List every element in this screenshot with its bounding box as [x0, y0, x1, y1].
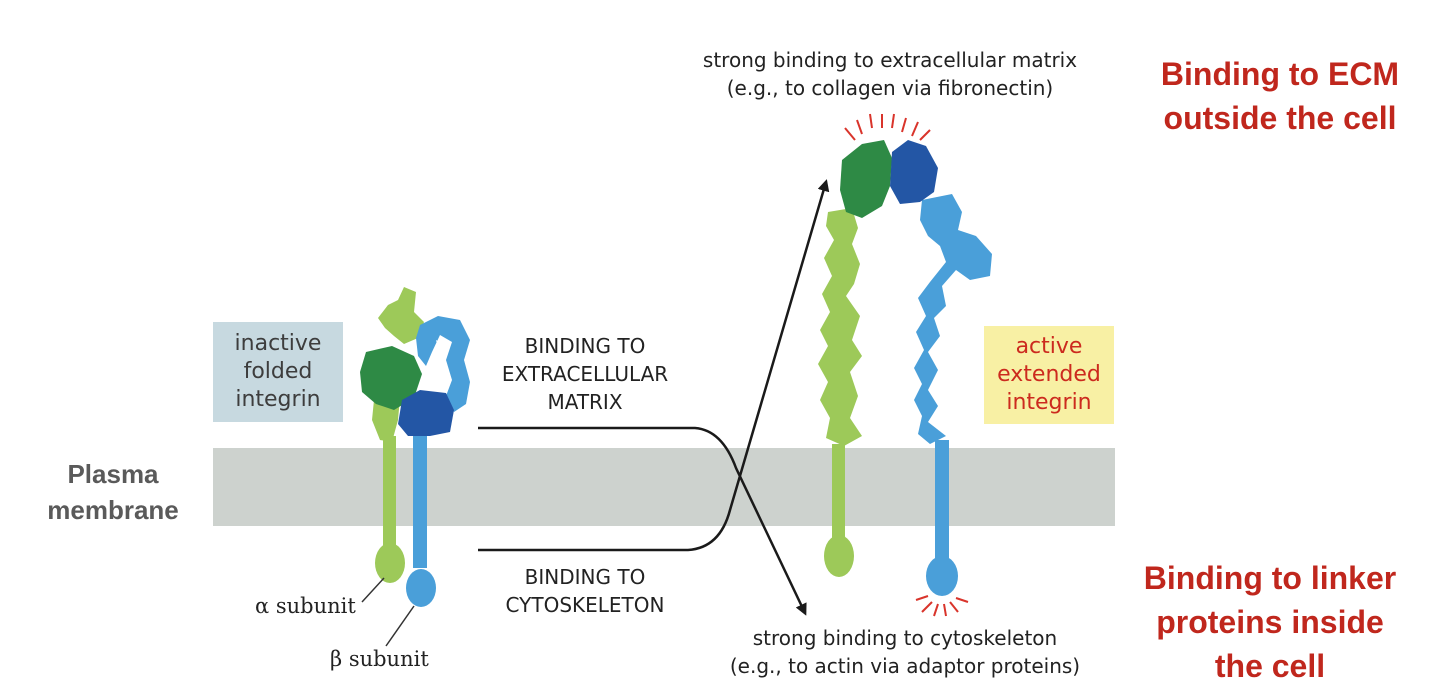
top-note-line-2: (e.g., to collagen via fibronectin) [726, 76, 1054, 100]
bottom-note-line-1: strong binding to cytoskeleton [752, 626, 1058, 650]
membrane-label-line-1: Plasma [67, 459, 159, 489]
bottom-note-line-2: (e.g., to actin via adaptor proteins) [729, 654, 1081, 678]
alpha-leader-line [361, 577, 385, 603]
active-beta-subunit [890, 140, 992, 596]
ecm-binding-headline: Binding to ECM outside the cell [1140, 52, 1420, 140]
ecm-binding-note: strong binding to extracellular matrix (… [640, 46, 1140, 102]
inactive-label-line-1: inactive [234, 331, 322, 356]
active-label-line-2: extended [997, 362, 1101, 387]
binding-ecm-caption: BINDING TO EXTRACELLULAR MATRIX [470, 332, 700, 416]
inactive-integrin-label: inactive folded integrin [213, 322, 343, 422]
cytoskeleton-binding-sparks [915, 595, 969, 617]
membrane-label-line-2: membrane [47, 495, 179, 525]
beta-leader-line [385, 605, 415, 647]
linker-headline-line-1: Binding to linker [1143, 560, 1397, 596]
binding-ecm-line-1: BINDING TO [524, 334, 646, 358]
binding-ecm-line-2: EXTRACELLULAR [501, 362, 669, 386]
alpha-subunit-label: α subunit [255, 594, 356, 618]
inactive-label-line-3: integrin [235, 387, 321, 412]
top-note-line-1: strong binding to extracellular matrix [702, 48, 1078, 72]
inactive-label-line-2: folded [243, 359, 313, 384]
linker-binding-headline: Binding to linker proteins inside the ce… [1120, 556, 1420, 688]
linker-headline-line-3: the cell [1214, 648, 1326, 684]
inactive-integrin [360, 287, 470, 647]
ecm-binding-sparks [844, 113, 931, 141]
active-integrin [818, 113, 992, 617]
active-label-line-1: active [1015, 334, 1083, 359]
ecm-headline-line-1: Binding to ECM [1160, 56, 1400, 92]
linker-headline-line-2: proteins inside [1156, 604, 1384, 640]
binding-cytoskeleton-caption: BINDING TO CYTOSKELETON [470, 563, 700, 619]
binding-cyto-line-1: BINDING TO [524, 565, 646, 589]
cytoskeleton-binding-note: strong binding to cytoskeleton (e.g., to… [680, 624, 1130, 680]
ecm-headline-line-2: outside the cell [1163, 100, 1397, 136]
plasma-membrane [213, 448, 1115, 526]
plasma-membrane-label: Plasma membrane [18, 456, 208, 528]
inactive-beta-subunit [398, 316, 470, 607]
active-alpha-subunit [818, 140, 892, 577]
ecm-binding-arrow [478, 426, 807, 616]
binding-ecm-line-3: MATRIX [547, 390, 623, 414]
inactive-alpha-subunit [360, 287, 424, 583]
active-integrin-label: active extended integrin [984, 326, 1114, 424]
beta-subunit-label: β subunit [330, 647, 429, 671]
binding-cyto-line-2: CYTOSKELETON [505, 593, 665, 617]
cytoskeleton-binding-arrow [478, 179, 830, 552]
active-label-line-3: integrin [1006, 390, 1092, 415]
